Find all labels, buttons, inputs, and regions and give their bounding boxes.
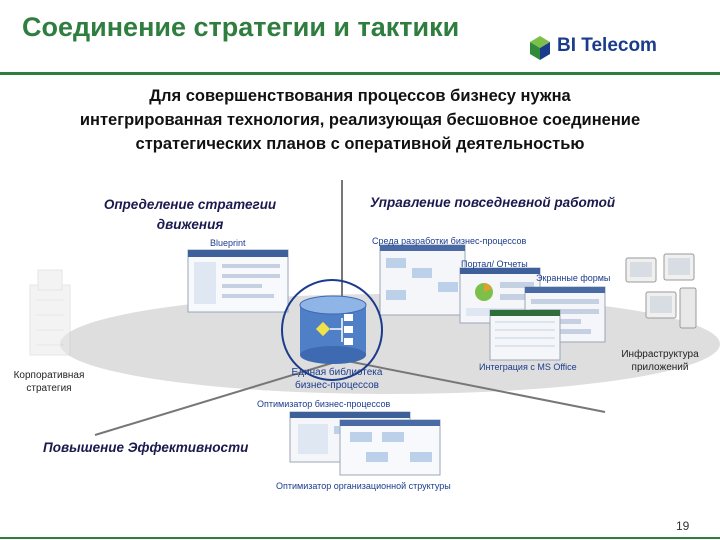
headline-line-3: стратегических планов с оперативной деят…	[135, 135, 585, 153]
top-divider	[0, 72, 720, 75]
library-label-line-1: Единая библиотека	[291, 367, 383, 378]
building-icon	[29, 269, 71, 356]
computer-icon	[625, 253, 697, 329]
axis-line-right	[341, 359, 606, 413]
infrastructure-label: Инфраструктура приложений	[605, 348, 715, 374]
dev-env-label: Среда разработки бизнес-процессов	[372, 236, 527, 246]
infra-label-line-1: Инфраструктура	[621, 349, 699, 360]
library-label-line-2: бизнес-процессов	[294, 380, 379, 391]
axis-line-left	[94, 359, 343, 436]
org-optimizer-screenshot	[339, 419, 441, 476]
logo-cube-icon	[530, 36, 550, 60]
daily-section-label: Управление повседневной работой	[370, 195, 616, 210]
page-title: Соединение стратегии и тактики	[22, 12, 460, 42]
optimizer-label: Оптимизатор бизнес-процессов	[257, 399, 391, 409]
blueprint-screenshot	[187, 249, 289, 313]
page-number: 19	[676, 519, 690, 533]
headline: Для совершенствования процессов бизнесу …	[60, 84, 660, 156]
headline-line-2: интегрированная технология, реализующая …	[79, 111, 641, 129]
ms-office-screenshot	[489, 309, 561, 361]
library-cylinder-icon	[281, 279, 383, 381]
blueprint-label: Blueprint	[210, 238, 246, 248]
corporate-label-line-2: стратегия	[26, 383, 72, 394]
infra-label-line-2: приложений	[631, 362, 689, 373]
headline-line-1: Для совершенствования процессов бизнесу …	[149, 87, 571, 105]
screen-forms-label: Экранные формы	[536, 273, 611, 283]
bottom-divider	[0, 537, 720, 539]
strategy-section-label: Определение стратегии движения	[70, 195, 310, 235]
library-label: Единая библиотека бизнес-процессов	[252, 366, 422, 392]
strategy-label-line-1: Определение стратегии	[103, 197, 277, 212]
strategy-label-line-2: движения	[156, 217, 224, 232]
dev-env-screenshot	[379, 244, 466, 316]
portal-label: Портал/ Отчеты	[461, 259, 528, 269]
logo-text: BI Telecom	[557, 35, 657, 56]
org-optimizer-label: Оптимизатор организационной структуры	[276, 481, 451, 491]
ms-office-label: Интеграция с MS Office	[479, 362, 577, 372]
corporate-label-line-1: Корпоративная	[13, 370, 85, 381]
efficiency-section-label: Повышение Эффективности	[43, 440, 249, 455]
corporate-strategy-label: Корпоративная стратегия	[4, 369, 94, 395]
